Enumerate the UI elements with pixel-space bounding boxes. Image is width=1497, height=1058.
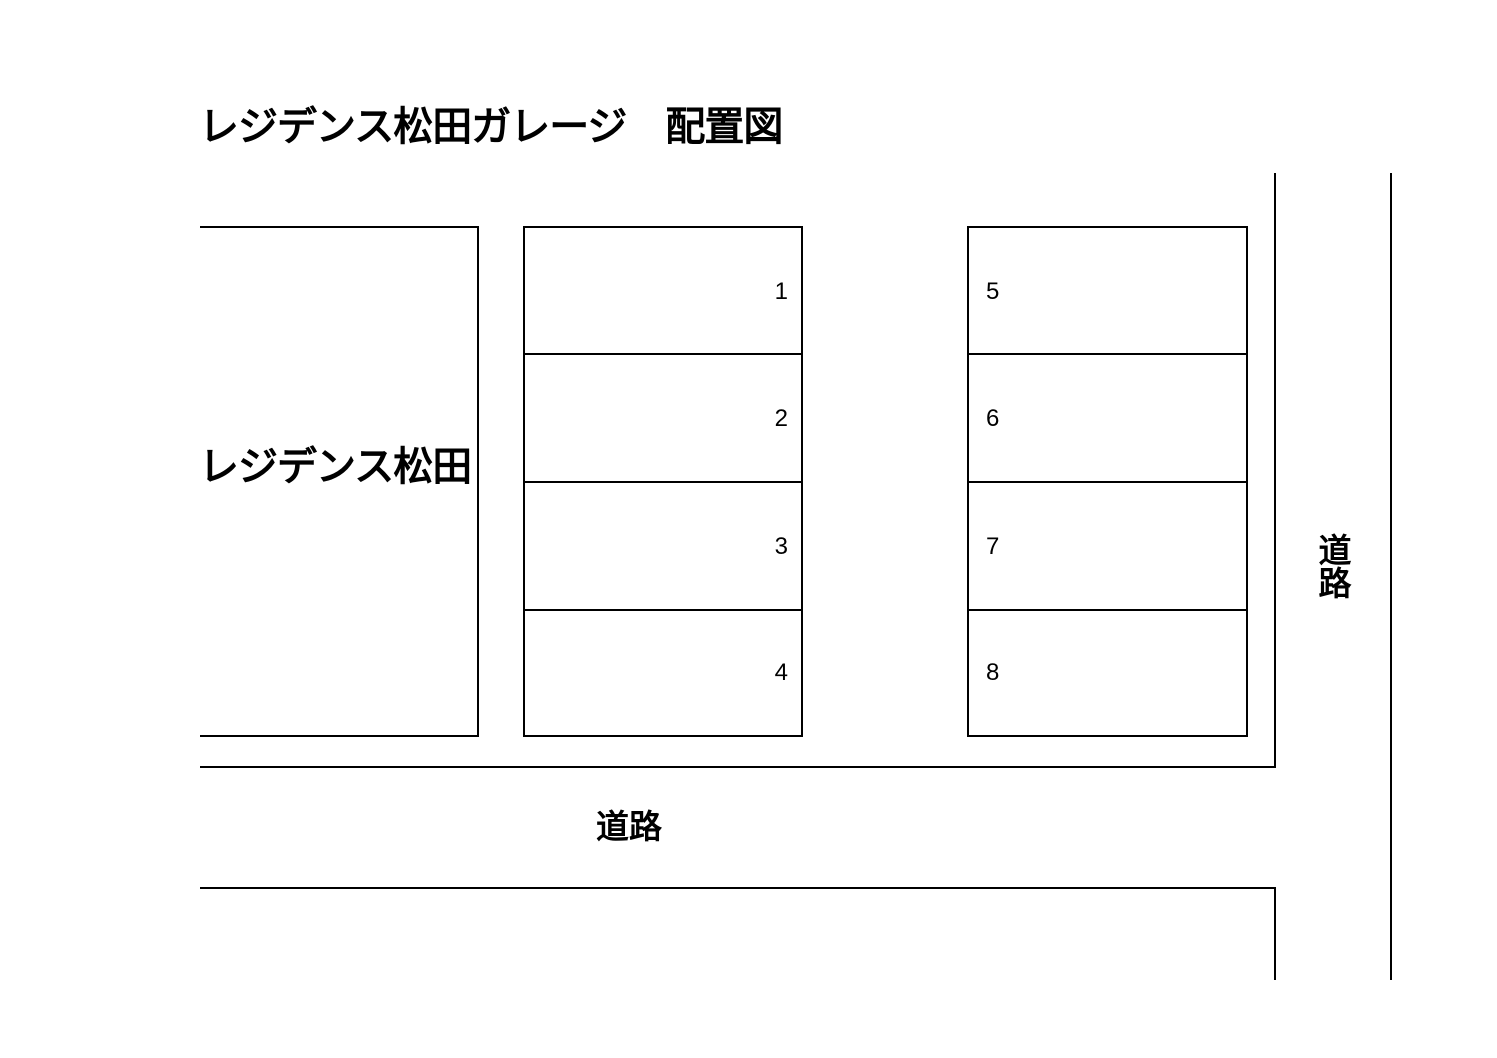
page-title: レジデンス松田ガレージ 配置図 bbox=[199, 104, 783, 150]
road-label-south: 道路 bbox=[596, 807, 662, 846]
stall-number: 4 bbox=[774, 659, 788, 686]
stall-number: 8 bbox=[986, 659, 1000, 686]
stall-number: 5 bbox=[986, 278, 1000, 305]
road-curb-south bbox=[200, 887, 1276, 980]
stall-number: 1 bbox=[774, 278, 788, 305]
stall-number: 7 bbox=[986, 533, 1000, 560]
building-label: レジデンス松田 bbox=[199, 444, 472, 490]
building-outline bbox=[200, 226, 479, 737]
stall-number: 6 bbox=[986, 405, 1000, 432]
stall-number: 2 bbox=[774, 405, 788, 432]
road-label-east: 道路 bbox=[1313, 533, 1352, 599]
stall-number: 3 bbox=[774, 533, 788, 560]
site-boundary bbox=[200, 173, 1276, 768]
